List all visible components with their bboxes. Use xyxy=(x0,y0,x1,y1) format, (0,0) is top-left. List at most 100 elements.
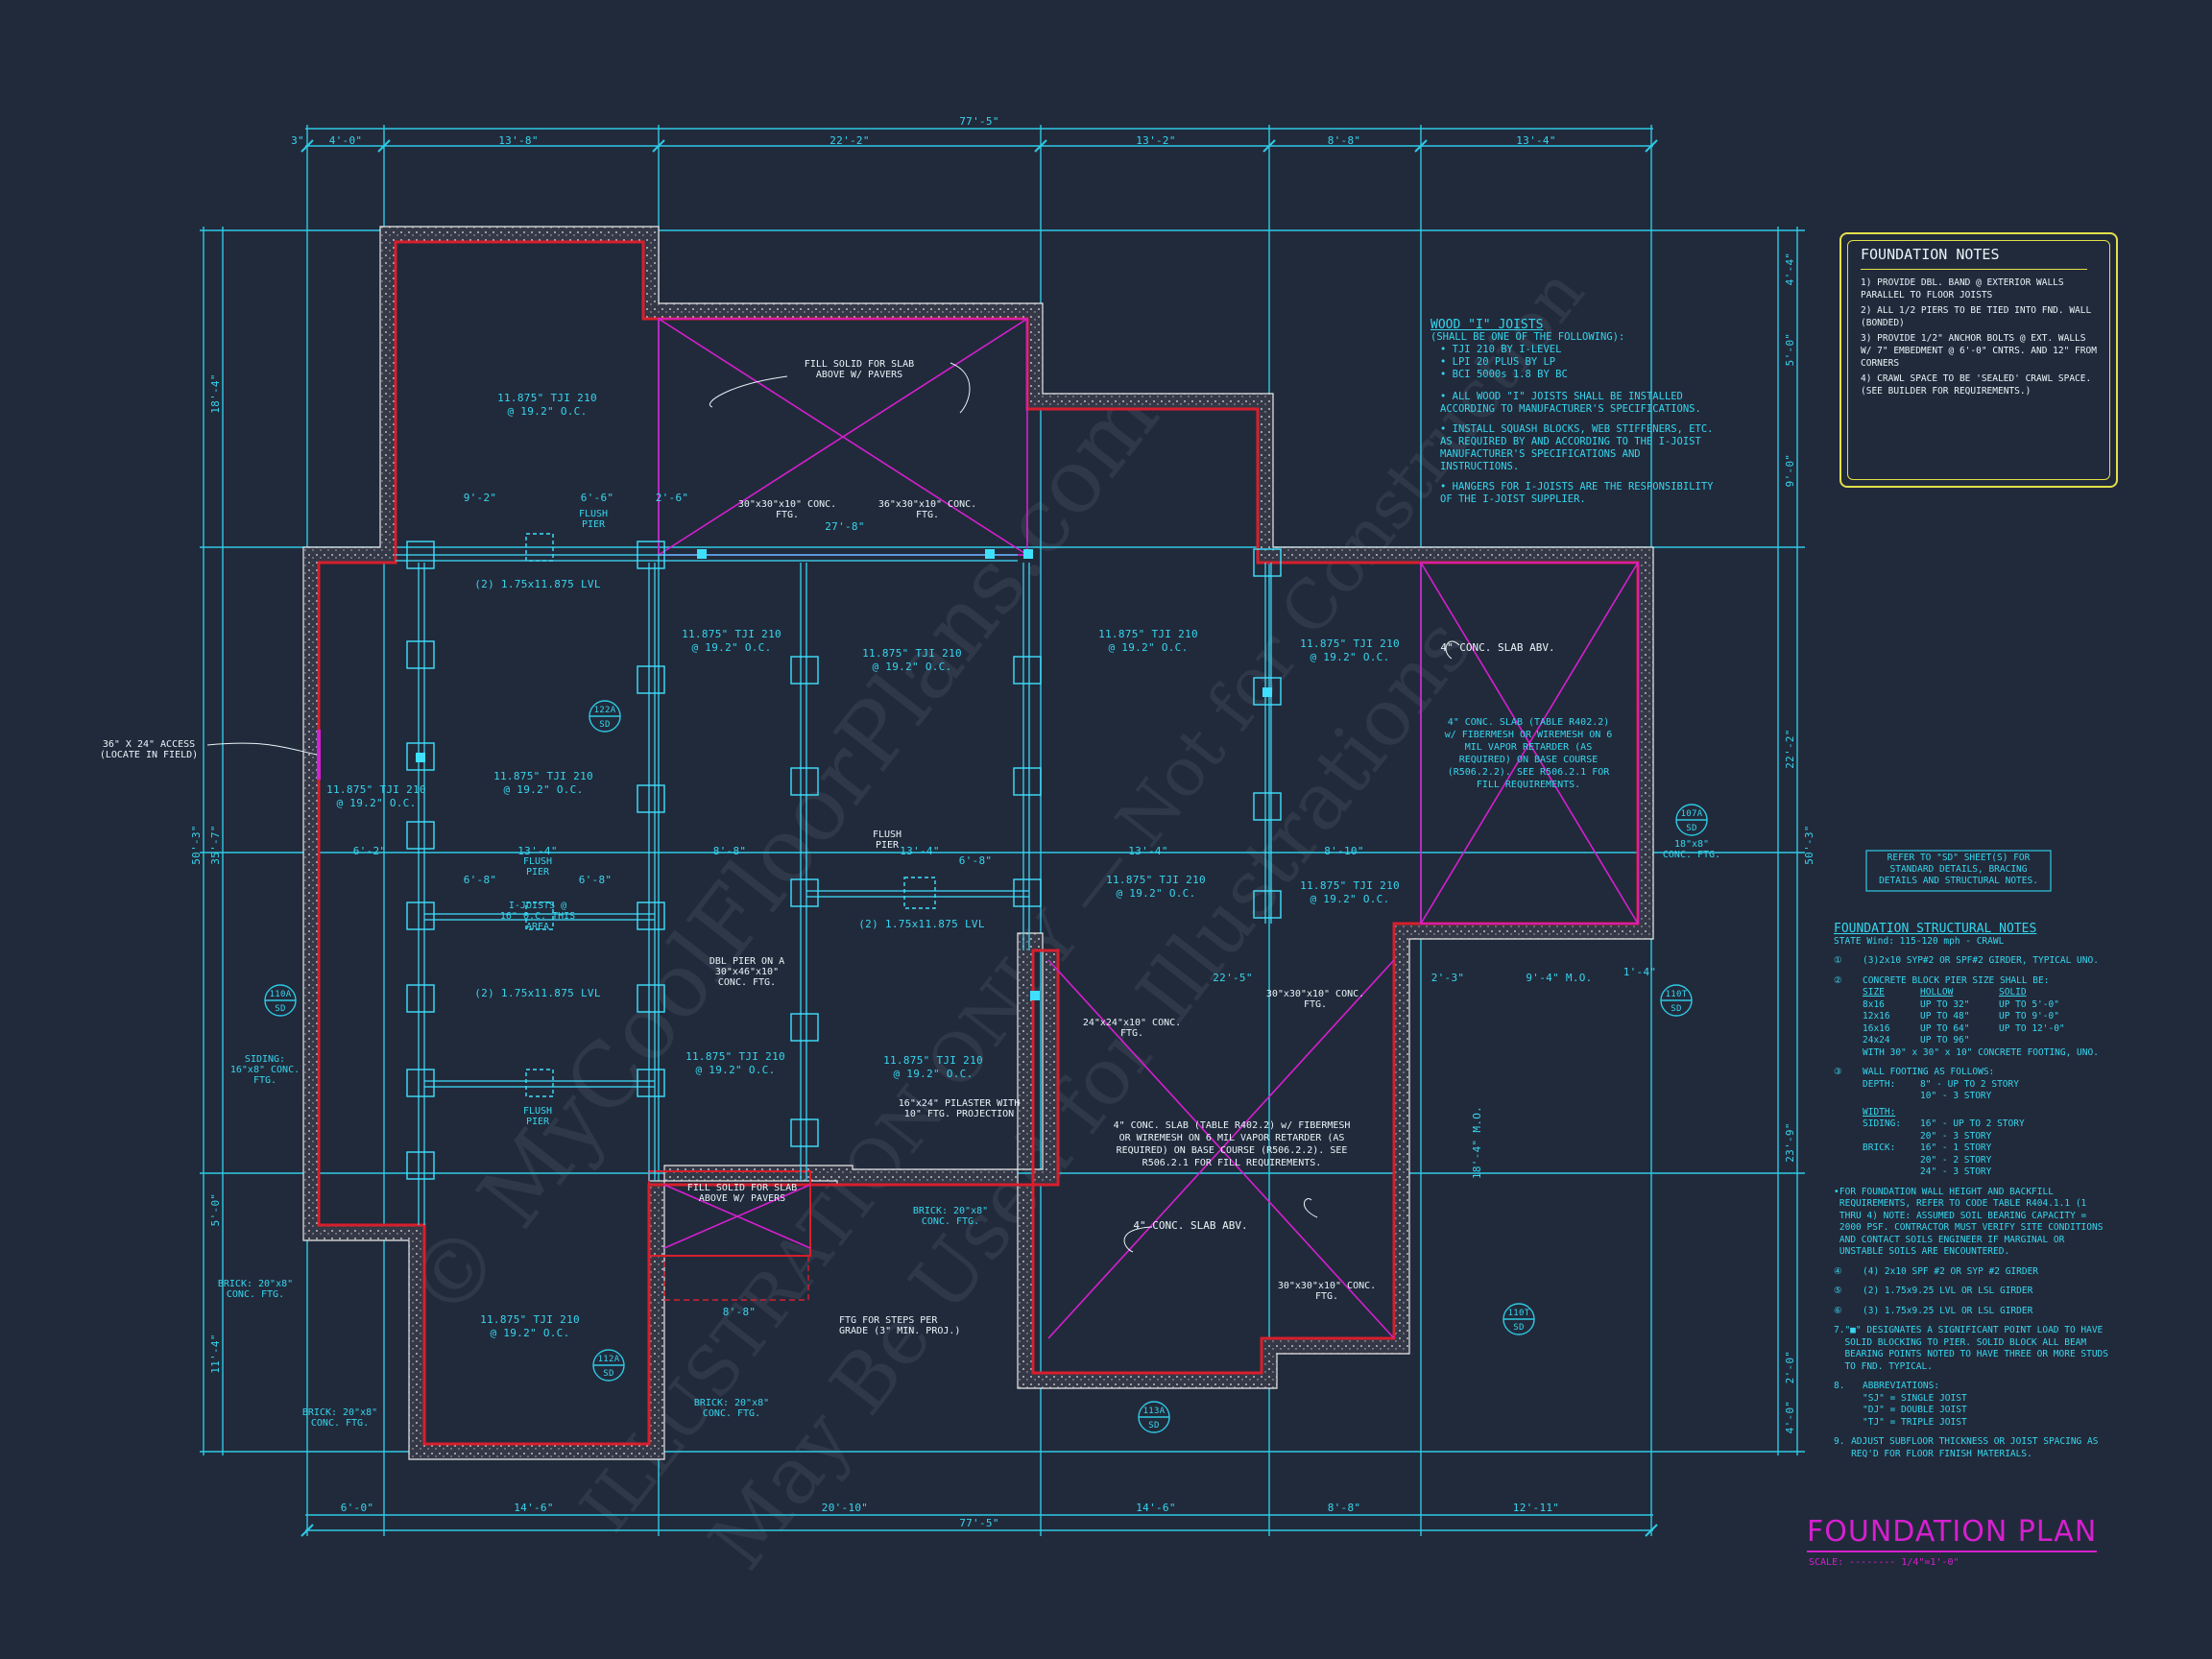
detail-tag: 112A SD xyxy=(592,1349,625,1382)
point-load-mark xyxy=(697,549,707,559)
detail-tag: 110A SD xyxy=(264,984,297,1017)
piers xyxy=(406,533,1282,1180)
joist-label: 11.875" TJI 210 xyxy=(1098,628,1198,640)
slab-spec-note: 4" CONC. SLAB (TABLE R402.2) w/ FIBERMES… xyxy=(1444,717,1613,790)
dim-bottom: 8'-8" xyxy=(1328,1502,1361,1514)
joist-label: 11.875" TJI 210 xyxy=(326,783,426,796)
dim-interior: 6'-6" xyxy=(581,492,614,504)
dim-top: 13'-8" xyxy=(498,134,539,147)
steps-footing-area xyxy=(663,1255,809,1301)
structural-note-9: ADJUST SUBFLOOR THICKNESS OR JOIST SPACI… xyxy=(1851,1436,2099,1459)
wood-joist-sub: (SHALL BE ONE OF THE FOLLOWING): xyxy=(1431,331,1625,343)
crawl-access-note: 36" X 24" ACCESS (LOCATE IN FIELD) xyxy=(99,739,199,760)
structural-note-6: (3) 1.75x9.25 LVL OR LSL GIRDER xyxy=(1863,1305,2033,1316)
pier xyxy=(406,1069,435,1097)
pier xyxy=(790,878,819,907)
footing-note: 30"x30"x10" CONC. FTG. xyxy=(1277,1281,1377,1302)
pier xyxy=(406,902,435,930)
dim-left: 5'-0" xyxy=(209,1193,222,1227)
point-load-mark xyxy=(1030,991,1040,1000)
girders xyxy=(396,554,1272,1225)
joist-spacing: @ 19.2" O.C. xyxy=(872,661,951,673)
pier xyxy=(790,767,819,796)
dim-interior: 8'-10" xyxy=(1324,845,1364,857)
wood-joist-note: • ALL WOOD "I" JOISTS SHALL BE INSTALLED… xyxy=(1440,391,1701,415)
joist-spacing: @ 19.2" O.C. xyxy=(503,783,583,796)
plan-callouts: FILL SOLID FOR SLAB ABOVE W/ PAVERS 30"x… xyxy=(99,359,2052,1429)
foundation-note: 3) PROVIDE 1/2" ANCHOR BOLTS @ EXT. WALL… xyxy=(1861,333,2097,369)
dim-bottom: 20'-10" xyxy=(822,1502,868,1514)
dbl-pier-note: DBL PIER ON A 30"x46"x10" CONC. FTG. xyxy=(709,956,785,988)
svg-text:112A: 112A xyxy=(598,1355,620,1364)
dim-interior: 1'-4" xyxy=(1623,966,1657,978)
brick-footing-note: BRICK: 20"x8" CONC. FTG. xyxy=(693,1398,770,1419)
dim-left: 18'-4" xyxy=(209,373,222,414)
detail-tags: 122A SD 110A SD 112A SD 113A SD 107A SD … xyxy=(264,700,1708,1433)
structural-note-2: CONCRETE BLOCK PIER SIZE SHALL BE: xyxy=(1863,974,2050,986)
pier xyxy=(1253,792,1282,821)
pier xyxy=(1013,878,1042,907)
brick-footing-note: BRICK: 20"x8" CONC. FTG. xyxy=(301,1407,378,1429)
footing-note: 30"x30"x10" CONC. FTG. xyxy=(1265,989,1365,1010)
svg-text:107A: 107A xyxy=(1681,809,1703,819)
dim-interior: 6'-8" xyxy=(464,874,497,886)
joist-label: 11.875" TJI 210 xyxy=(685,1050,785,1063)
lvl-note: (2) 1.75x11.875 LVL xyxy=(858,918,985,930)
pier xyxy=(637,902,665,930)
pilaster-note: 16"x24" PILASTER WITH 10" FTG. PROJECTIO… xyxy=(898,1098,1021,1119)
joist-spacing: @ 19.2" O.C. xyxy=(1116,887,1195,900)
dim-interior: 22'-5" xyxy=(1213,972,1253,984)
foundation-note: 4) CRAWL SPACE TO BE 'SEALED' CRAWL SPAC… xyxy=(1861,373,2092,397)
wood-joist-notes: WOOD "I" JOISTS (SHALL BE ONE OF THE FOL… xyxy=(1431,319,1719,506)
dim-right: 4'-4" xyxy=(1784,252,1796,286)
joist-label: 11.875" TJI 210 xyxy=(1300,637,1400,650)
dim-interior: 6'-2" xyxy=(353,845,387,857)
wood-joist-item: • TJI 210 BY I-LEVEL xyxy=(1440,344,1562,355)
dim-bottom: 14'-6" xyxy=(1136,1502,1176,1514)
flush-pier-note: FLUSH PIER xyxy=(522,1106,553,1127)
dim-interior: 8'-8" xyxy=(723,1306,757,1318)
dim-interior: 6'-8" xyxy=(579,874,613,886)
dim-interior: 27'-8" xyxy=(825,520,865,533)
joist-spacing: @ 19.2" O.C. xyxy=(893,1068,973,1080)
joist-spacing: @ 19.2" O.C. xyxy=(1108,641,1188,654)
joist-spacing: @ 19.2" O.C. xyxy=(336,797,416,809)
point-load-mark xyxy=(1262,687,1272,697)
dim-top: 13'-2" xyxy=(1136,134,1176,147)
dim-right: 9'-0" xyxy=(1784,454,1796,488)
dim-interior: 2'-3" xyxy=(1431,972,1465,984)
footing-note: 18"x8" CONC. FTG. xyxy=(1662,839,1721,860)
foundation-note: 1) PROVIDE DBL. BAND @ EXTERIOR WALLS PA… xyxy=(1861,277,2064,301)
svg-text:SD: SD xyxy=(1686,824,1696,833)
dim-bottom: 6'-0" xyxy=(341,1502,374,1514)
point-load-mark xyxy=(416,753,425,762)
wood-joist-heading: WOOD "I" JOISTS xyxy=(1431,318,1544,332)
svg-text:SD: SD xyxy=(275,1004,285,1014)
fill-slab-note-bottom: FILL SOLID FOR SLAB ABOVE W/ PAVERS xyxy=(686,1183,798,1204)
dimension-lines xyxy=(200,125,1805,1537)
joist-spacing: @ 19.2" O.C. xyxy=(691,641,771,654)
joist-spacing: @ 19.2" O.C. xyxy=(1310,893,1389,905)
detail-tag: 107A SD xyxy=(1675,804,1708,836)
structural-note-3: WALL FOOTING AS FOLLOWS: xyxy=(1863,1067,1995,1077)
structural-note-4: (4) 2x10 SPF #2 OR SYP #2 GIRDER xyxy=(1863,1265,2039,1277)
dim-top: 8'-8" xyxy=(1328,134,1361,147)
structural-note-8: ABBREVIATIONS: xyxy=(1863,1381,1940,1391)
structural-bullet: FOR FOUNDATION WALL HEIGHT AND BACKFILL … xyxy=(1839,1186,2104,1258)
joist-spacing: @ 19.2" O.C. xyxy=(490,1327,569,1339)
footing-note: 30"x30"x10" CONC. FTG. xyxy=(737,499,837,520)
dim-interior: 18'-4" M.O. xyxy=(1471,1106,1483,1179)
flush-pier xyxy=(525,902,554,930)
svg-text:SD: SD xyxy=(603,1369,613,1379)
pier xyxy=(1253,677,1282,706)
dim-bottom: 14'-6" xyxy=(514,1502,554,1514)
pier xyxy=(790,656,819,685)
pier xyxy=(406,640,435,669)
dim-right: 5'-0" xyxy=(1784,333,1796,367)
dim-overall-bottom: 77'-5" xyxy=(959,1517,999,1529)
dim-bottom: 12'-11" xyxy=(1513,1502,1559,1514)
flush-pier xyxy=(525,533,554,562)
dim-interior: 9'-2" xyxy=(464,492,497,504)
